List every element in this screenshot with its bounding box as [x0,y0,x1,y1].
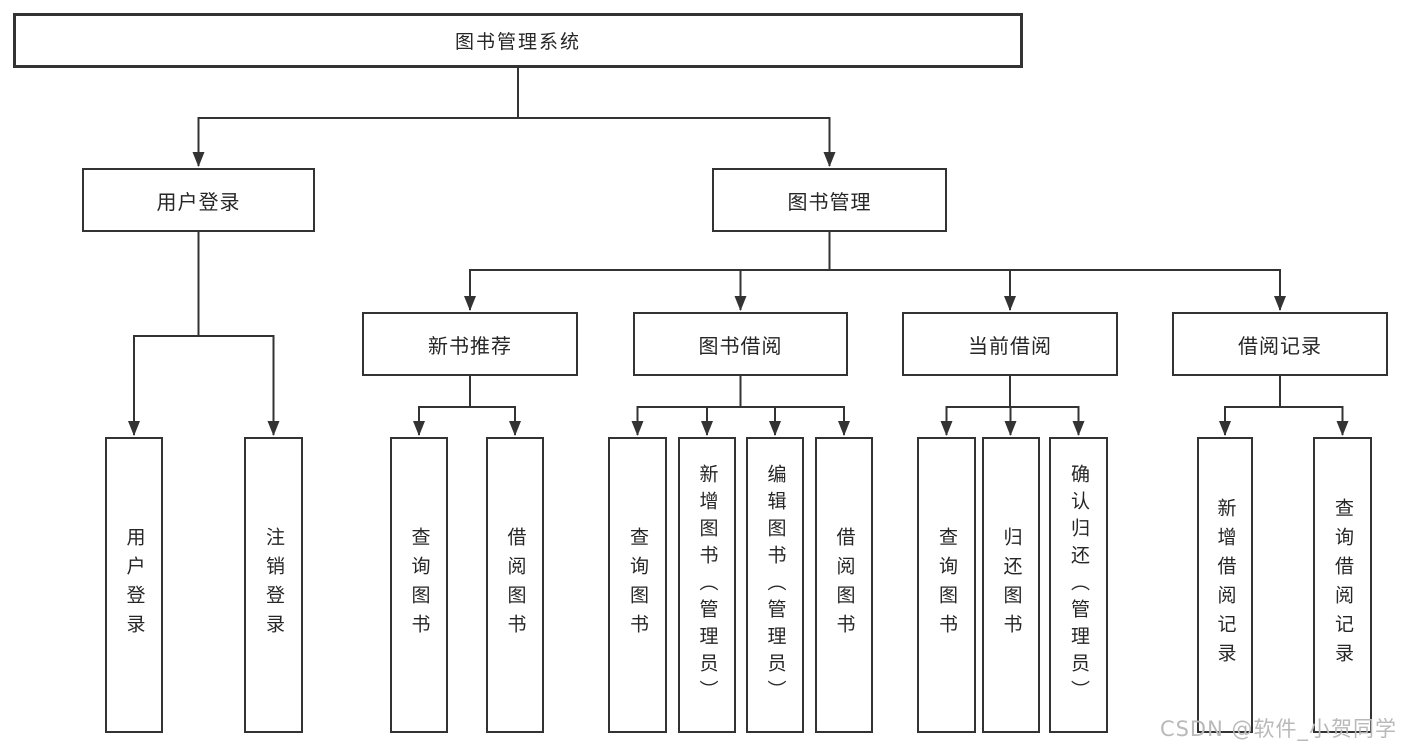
node-leaf-nbr-query-book: 查询图书 [390,437,448,733]
node-leaf-br-query-record: 查询借阅记录 [1313,437,1372,733]
node-leaf-br-add-record: 新增借阅记录 [1197,437,1253,733]
leaf-label: 新增借阅记录 [1214,498,1237,672]
leaf-label: 用户登录 [123,527,146,643]
node-leaf-user-login: 用户登录 [105,437,163,733]
edge-new-book-rec-fork [413,376,521,436]
edge-borrow-record-fork [1219,376,1349,436]
leaf-label: 借阅图书 [504,527,527,643]
leaf-label: 查询图书 [627,527,649,643]
leaf-label: 借阅图书 [833,527,856,643]
edge-book-mgmt-fork [464,232,1286,311]
edge-current-borrow-fork [940,376,1085,436]
node-leaf-cb-confirm-return: 确认归还（管理员） [1049,437,1108,733]
leaf-label: 新增图书（管理员） [696,463,719,707]
leaf-label: 查询借阅记录 [1332,498,1354,672]
leaf-label: 确认归还（管理员） [1068,463,1090,707]
leaf-label: 编辑图书（管理员） [764,463,787,707]
node-leaf-bb-query-book: 查询图书 [608,437,667,733]
node-book-mgmt: 图书管理 [712,168,947,232]
node-leaf-cb-query-book: 查询图书 [917,437,976,733]
node-leaf-cb-return-book: 归还图书 [982,437,1040,733]
edge-root-split [192,68,836,167]
node-user-login-group: 用户登录 [82,168,315,232]
node-new-book-rec: 新书推荐 [362,312,578,376]
node-root: 图书管理系统 [13,13,1023,68]
csdn-watermark: CSDN @软件_小贺同学 [1159,717,1397,741]
leaf-label: 查询图书 [936,527,958,643]
node-current-borrow: 当前借阅 [902,312,1118,376]
leaf-label: 查询图书 [408,527,431,643]
node-borrow-record: 借阅记录 [1172,312,1388,376]
node-leaf-logout: 注销登录 [244,437,303,733]
node-book-borrow: 图书借阅 [633,312,848,376]
leaf-label: 注销登录 [263,527,285,643]
node-leaf-bb-add-book: 新增图书（管理员） [678,437,736,733]
leaf-label: 归还图书 [1000,527,1023,643]
edge-user-login-fork [128,232,280,436]
node-leaf-bb-edit-book: 编辑图书（管理员） [746,437,804,733]
node-leaf-nbr-borrow-book: 借阅图书 [486,437,544,733]
node-leaf-bb-borrow-book: 借阅图书 [815,437,873,733]
edge-book-borrow-fork [631,376,850,436]
